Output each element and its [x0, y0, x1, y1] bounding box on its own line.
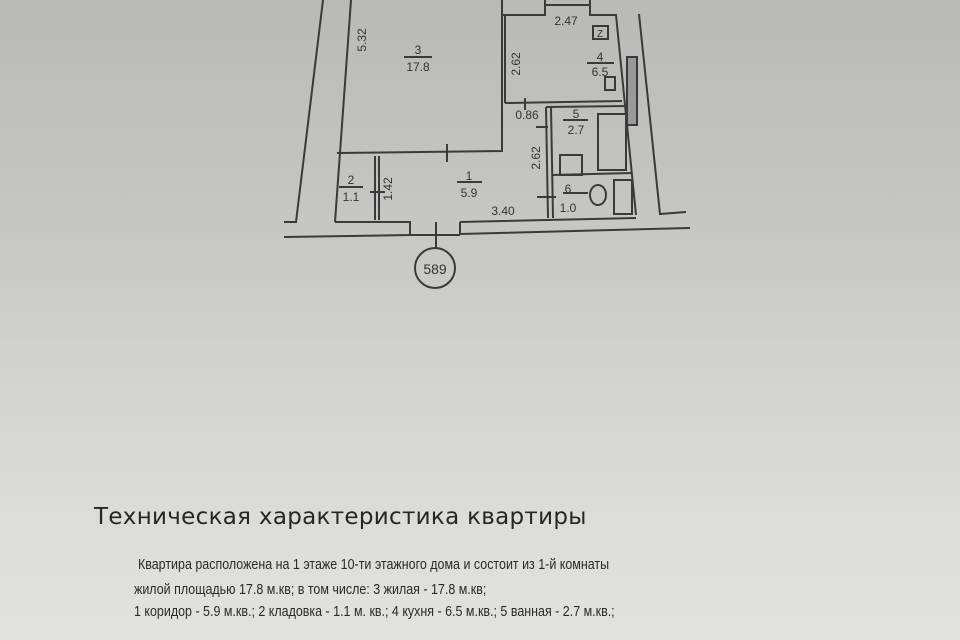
description-line: Квартира расположена на 1 этаже 10-ти эт…	[138, 557, 610, 573]
bottom-wall	[283, 217, 691, 238]
room-5-area: 2.7	[568, 123, 585, 137]
room-5-number: 5	[573, 107, 580, 121]
room-6-number: 6	[565, 182, 572, 196]
section-title: Техническая характеристика квартиры	[94, 504, 587, 530]
dimension: 5.32	[355, 28, 369, 52]
dimension: 3.40	[491, 204, 515, 218]
room-6-area: 1.0	[560, 201, 577, 215]
room-2-number: 2	[348, 173, 355, 187]
inner-wall-left	[334, 0, 352, 223]
room-3-area: 17.8	[406, 60, 430, 74]
room-1-area: 5.9	[461, 186, 478, 200]
dimension: 2.62	[529, 146, 543, 170]
dimension: 0.86	[515, 108, 539, 122]
dimension: 1.42	[381, 177, 395, 201]
room-3-walls	[336, 0, 503, 154]
room-4-number: 4	[597, 50, 604, 64]
dimension: 2.47	[554, 14, 578, 28]
axis-marker-circle	[414, 247, 456, 289]
outer-wall-right	[638, 13, 687, 216]
stove-label: Z	[597, 29, 603, 40]
room-2-area: 1.1	[343, 190, 360, 204]
floor-plan: 3 17.8 4 6.5 5 2.7 2 1.1 1 5.9 6 1.0 5.3…	[283, 0, 691, 289]
axis-marker-label: 589	[423, 261, 447, 277]
description-line: жилой площадью 17.8 м.кв; в том числе: 3…	[134, 582, 487, 598]
description-line: 1 коридор - 5.9 м.кв.; 2 кладовка - 1.1 …	[134, 604, 615, 620]
room-3-number: 3	[415, 43, 422, 57]
outer-wall-left	[284, 0, 324, 223]
room-4-area: 6.5	[592, 65, 609, 79]
dimension: 2.62	[509, 52, 523, 76]
room-1-number: 1	[466, 169, 473, 183]
